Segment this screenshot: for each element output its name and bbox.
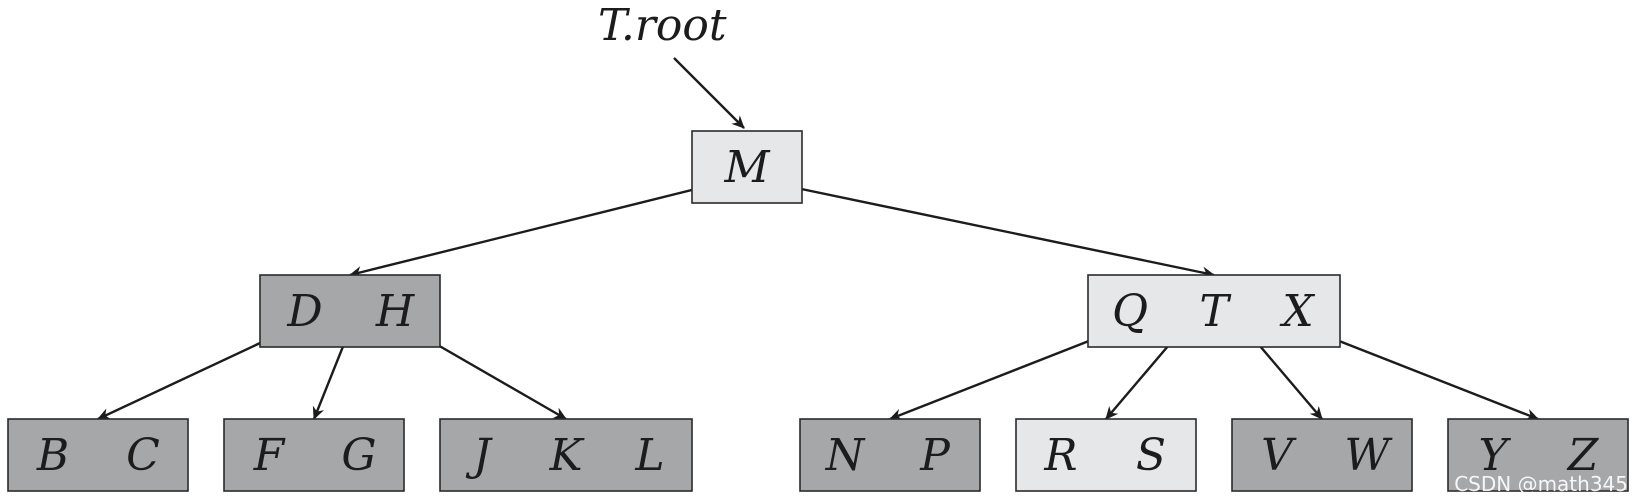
node-key-x: X bbox=[1279, 286, 1315, 337]
node-box-jkl bbox=[439, 418, 693, 492]
node-key-q: Q bbox=[1112, 286, 1148, 337]
node-key-h: H bbox=[375, 286, 416, 337]
watermark: CSDN @math345 bbox=[1454, 472, 1628, 496]
node-box-np bbox=[799, 418, 981, 492]
node-m: M bbox=[691, 130, 803, 204]
root-pointer-arrow bbox=[673, 57, 745, 129]
node-key-t: T bbox=[1199, 286, 1232, 337]
root-pointer-label: T.root bbox=[598, 0, 727, 51]
node-key-p: P bbox=[919, 430, 951, 481]
node-key-m: M bbox=[723, 142, 770, 193]
node-box-yz bbox=[1447, 418, 1629, 492]
node-key-s: S bbox=[1136, 430, 1166, 481]
node-key-b: B bbox=[36, 430, 69, 481]
node-box-dh bbox=[259, 274, 441, 348]
node-key-n: N bbox=[825, 430, 866, 481]
node-box-qtx bbox=[1087, 274, 1341, 348]
node-key-g: G bbox=[341, 430, 376, 481]
node-key-v: V bbox=[1261, 430, 1297, 481]
edge-qtx-to-np bbox=[889, 327, 1120, 421]
node-box-fg bbox=[223, 418, 405, 492]
node-key-k: K bbox=[549, 430, 585, 481]
edges-layer bbox=[97, 183, 1539, 421]
edge-m-to-qtx bbox=[781, 183, 1215, 279]
node-key-d: D bbox=[286, 286, 322, 337]
node-key-l: L bbox=[634, 430, 664, 481]
node-key-f: F bbox=[253, 430, 286, 481]
edge-m-to-dh bbox=[349, 183, 713, 278]
node-key-c: C bbox=[126, 430, 160, 481]
node-key-z: Z bbox=[1566, 430, 1600, 481]
edge-dh-to-bc bbox=[97, 327, 291, 421]
node-box-vw bbox=[1231, 418, 1413, 492]
node-box-bc bbox=[7, 418, 189, 492]
node-box-rs bbox=[1015, 418, 1197, 492]
edge-qtx-to-yz bbox=[1308, 327, 1539, 421]
node-key-r: R bbox=[1043, 430, 1077, 481]
node-box-m bbox=[691, 130, 803, 204]
node-key-y: Y bbox=[1478, 430, 1511, 481]
node-key-w: W bbox=[1344, 430, 1393, 481]
